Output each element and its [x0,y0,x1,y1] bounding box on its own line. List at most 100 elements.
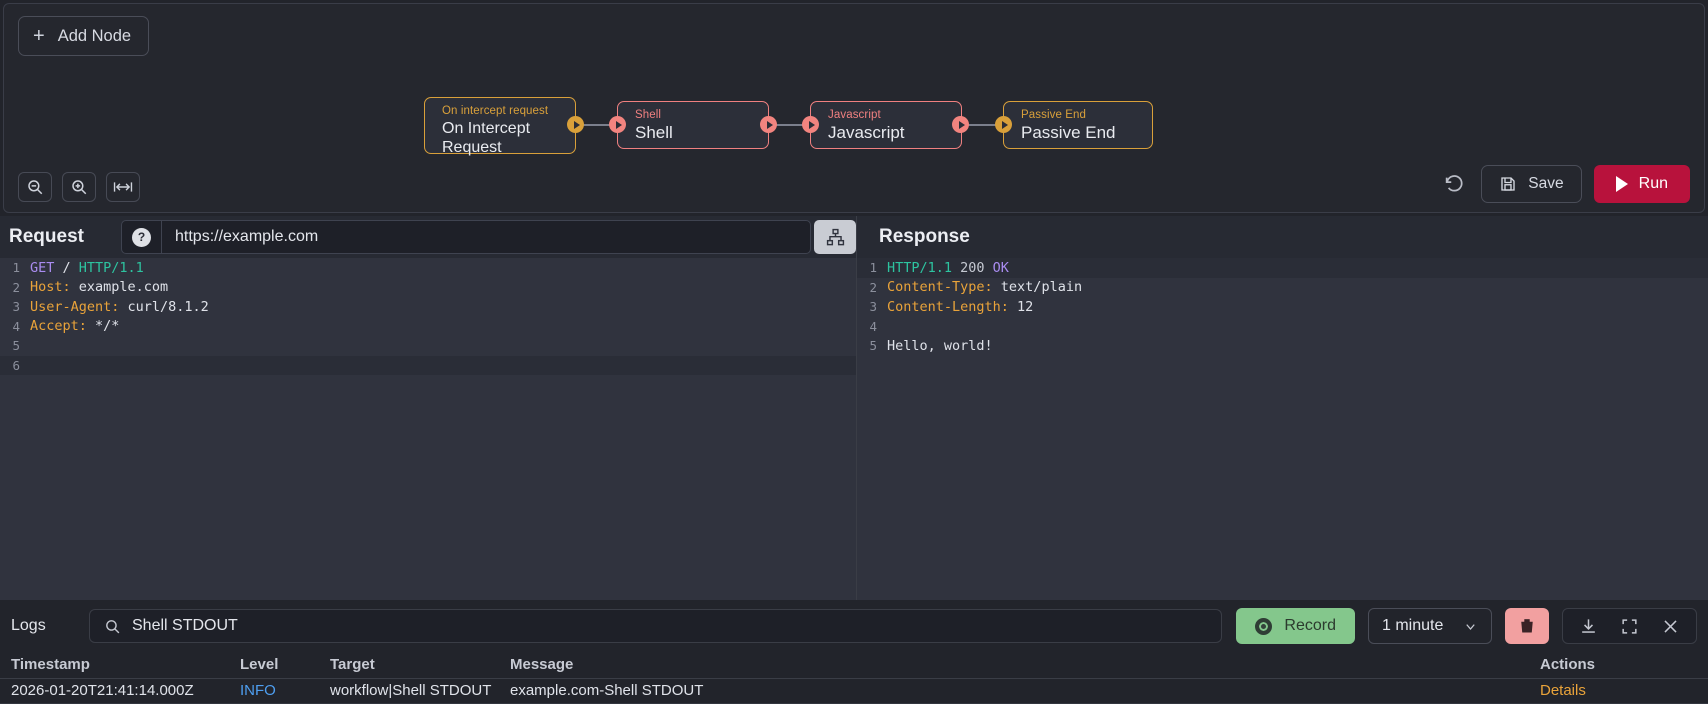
fullscreen-logs-button[interactable] [1609,611,1650,642]
response-line: 5 Hello, world! [857,336,1708,356]
log-duration-value: 1 minute [1382,617,1444,634]
line-number: 3 [869,299,877,315]
play-icon [1615,176,1628,192]
code-text: Content-Type: text/plain [887,279,1083,296]
canvas-action-bar: Save Run [1439,165,1690,203]
workflow-node-shell[interactable]: Shell Shell [617,101,769,149]
save-icon [1501,177,1515,191]
undo-icon [1446,175,1463,192]
help-button[interactable]: ? [122,221,162,253]
clear-logs-button[interactable] [1505,608,1549,644]
node-input-port-2[interactable] [609,116,626,133]
save-label: Save [1528,175,1564,192]
code-text: Host: example.com [30,279,169,296]
plus-icon: + [33,25,45,47]
line-number: 5 [12,338,20,354]
code-text: Hello, world! [887,337,993,354]
workflow-node-passive-end[interactable]: Passive End Passive End [1003,101,1153,149]
help-icon: ? [132,227,151,247]
node-input-port-4[interactable] [995,116,1012,133]
node-output-port-2[interactable] [760,116,777,133]
node-title: Javascript [828,123,905,142]
request-title: Request [9,226,84,247]
request-line: 3 User-Agent: curl/8.1.2 [0,297,856,317]
logs-table-header: Timestamp Level Target Message Actions [0,652,1708,679]
request-line: 1 GET / HTTP/1.1 [0,258,856,278]
line-number: 3 [12,299,20,315]
request-pane: Request ? https://example.com 1 GET / HTT… [0,216,856,600]
line-number: 1 [869,260,877,276]
undo-button[interactable] [1439,169,1469,199]
logs-toolbar: Logs Shell STDOUT Record 1 minute [0,600,1708,652]
logs-panel: Logs Shell STDOUT Record 1 minute [0,600,1708,704]
url-input[interactable]: https://example.com [175,228,319,245]
add-node-label: Add Node [57,26,132,45]
node-output-port-3[interactable] [952,116,969,133]
close-icon [1664,619,1677,633]
line-number: 1 [12,260,20,276]
canvas-zoom-controls [18,172,140,202]
request-response-area: Request ? https://example.com 1 GET / HTT… [0,216,1708,600]
cell-target: workflow|Shell STDOUT [330,682,492,699]
code-text: GET / HTTP/1.1 [30,259,144,276]
node-title: Passive End [1021,123,1116,142]
node-kind-label: Shell [635,109,662,121]
download-icon [1582,618,1595,633]
node-kind-label: Passive End [1021,109,1087,121]
node-kind-label: On intercept request [442,105,549,117]
workflow-node-javascript[interactable]: Javascript Javascript [810,101,962,149]
column-header-message: Message [510,656,574,673]
sitemap-button[interactable] [814,220,856,254]
node-title: Shell [635,123,673,142]
save-button[interactable]: Save [1481,165,1582,203]
log-duration-select[interactable]: 1 minute [1368,608,1492,644]
code-text: User-Agent: curl/8.1.2 [30,298,209,315]
url-input-wrap[interactable]: ? https://example.com [121,220,811,254]
log-search-input[interactable]: Shell STDOUT [132,617,238,634]
node-kind-label: Javascript [828,109,881,121]
line-number: 4 [12,318,20,334]
request-header: Request ? https://example.com [0,216,856,258]
log-search-wrap[interactable]: Shell STDOUT [89,609,1223,643]
node-input-port-3[interactable] [802,116,819,133]
zoom-in-button[interactable] [62,172,96,202]
cell-level: INFO [240,682,276,699]
response-header: Response [857,216,1708,258]
code-text: Accept: */* [30,318,120,335]
workflow-node-on-intercept-request[interactable]: On intercept request On Intercept Reques… [424,97,576,156]
line-number: 2 [869,279,877,295]
trash-icon [1521,619,1533,633]
logs-table: Timestamp Level Target Message Actions 2… [0,652,1708,704]
fit-to-width-button[interactable] [106,172,140,202]
line-number: 5 [869,338,877,354]
edge-2 [775,124,813,126]
fit-to-width-icon [113,182,133,192]
cell-timestamp: 2026-01-20T21:41:14.000Z [11,682,194,699]
add-node-button[interactable]: + Add Node [18,16,150,56]
line-number: 6 [12,357,20,373]
column-header-level: Level [240,656,279,673]
record-button[interactable]: Record [1236,608,1355,644]
logs-icon-group [1562,608,1697,644]
response-line: 4 [857,317,1708,337]
line-number: 4 [869,318,877,334]
column-header-timestamp: Timestamp [11,656,90,673]
table-row[interactable]: 2026-01-20T21:41:14.000Z INFO workflow|S… [0,679,1708,704]
column-header-actions: Actions [1540,656,1596,673]
zoom-out-button[interactable] [18,172,52,202]
node-output-port-1[interactable] [567,116,584,133]
run-button[interactable]: Run [1593,165,1690,203]
download-logs-button[interactable] [1568,611,1609,642]
workflow-canvas[interactable]: + Add Node On intercept request On Inter… [3,3,1705,213]
details-link[interactable]: Details [1540,682,1586,699]
close-logs-button[interactable] [1650,611,1691,642]
chevron-down-icon [1466,623,1475,630]
search-icon [106,619,120,633]
